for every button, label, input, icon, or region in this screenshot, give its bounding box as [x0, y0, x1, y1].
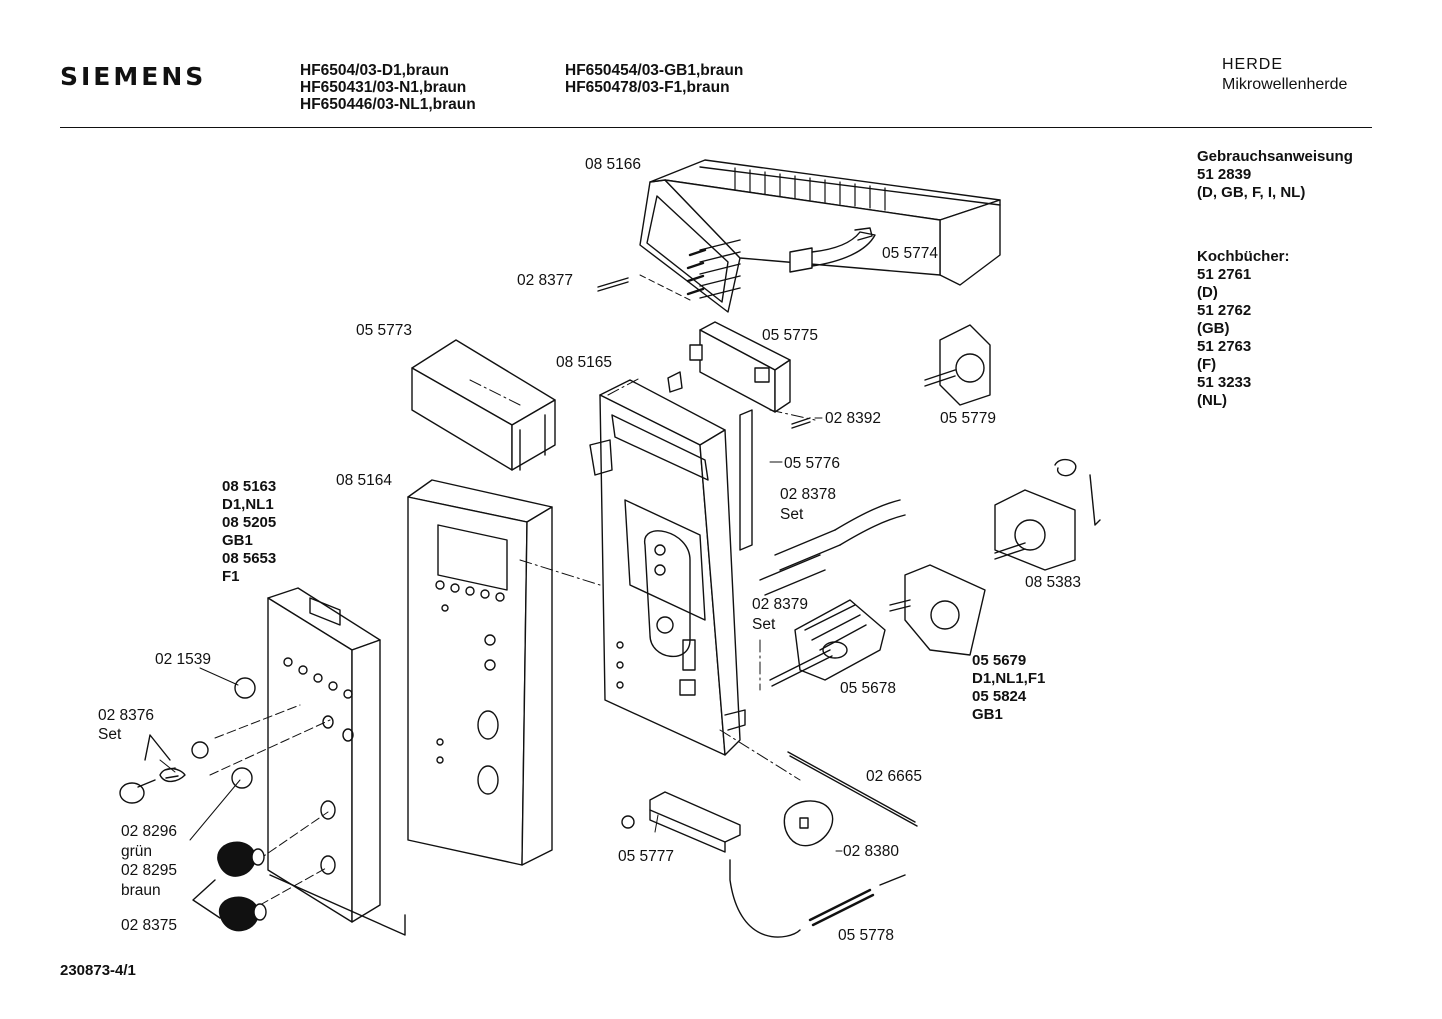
pin-part	[598, 275, 690, 300]
model-list-2: HF650454/03-GB1,braun HF650478/03-F1,bra…	[565, 62, 743, 96]
part-label: 05 5779	[940, 410, 997, 427]
part-label: 05 5778	[838, 927, 895, 944]
label-leaders	[160, 418, 842, 851]
part-label-group: 02 8296 grün 02 8295 braun	[121, 822, 177, 900]
cookbook-language: (F)	[1197, 356, 1217, 373]
cookbook-number: 51 3233	[1197, 374, 1252, 391]
part-label-note: F1	[222, 568, 240, 585]
part-label: 05 5776	[784, 455, 841, 472]
disk-part	[784, 801, 832, 846]
part-label-note: GB1	[972, 706, 1003, 723]
bracket-part	[622, 792, 740, 852]
part-label-note: Set	[752, 616, 776, 633]
part-label: 08 5164	[336, 472, 393, 489]
switch-part	[925, 325, 990, 405]
part-label: 05 5824	[972, 688, 1027, 705]
manual-number: 51 2839	[1197, 166, 1252, 183]
model-list-1: HF6504/03-D1,braun HF650431/03-N1,braun …	[300, 62, 476, 113]
part-label: 02 8379	[752, 596, 809, 613]
cookbook-language: (GB)	[1197, 320, 1230, 337]
cookbook-number: 51 2763	[1197, 338, 1252, 355]
part-label: 02 8377	[517, 272, 574, 289]
part-label: 05 5678	[840, 680, 897, 697]
model-line: HF6504/03-D1,braun	[300, 62, 450, 79]
button-set	[120, 678, 255, 803]
part-label-group: 02 8379 Set	[752, 595, 808, 635]
model-line: HF650431/03-N1,braun	[300, 79, 467, 96]
knob-part	[193, 842, 266, 930]
model-line: HF650454/03-GB1,braun	[565, 62, 744, 79]
circuit-board	[668, 322, 810, 550]
header-divider	[60, 127, 1372, 128]
part-label-note: Set	[780, 506, 804, 523]
cookbook-info: Kochbücher: 51 2761 (D) 51 2762 (GB) 51 …	[1197, 248, 1290, 410]
part-label: 05 5679	[972, 652, 1027, 669]
part-label: 02 1539	[155, 651, 212, 668]
part-label: 02 8295	[121, 862, 178, 879]
part-label: 05 5774	[882, 245, 939, 262]
cookbook-number: 51 2762	[1197, 302, 1252, 319]
chassis-frame	[590, 380, 745, 755]
part-label: 05 5777	[618, 848, 675, 865]
category-title: HERDE	[1222, 56, 1284, 73]
bowden-cable	[730, 860, 905, 937]
part-label-note: GB1	[222, 532, 253, 549]
ribbon-cable	[790, 228, 875, 272]
front-panel	[408, 480, 552, 865]
category: HERDE Mikrowellenherde	[1222, 55, 1347, 95]
part-label: 05 5773	[356, 322, 413, 339]
part-label-note: Set	[98, 726, 122, 743]
cookbook-language: (D)	[1197, 284, 1218, 301]
part-label: 02 8296	[121, 823, 178, 840]
part-label: 05 5775	[762, 327, 819, 344]
display-module	[640, 160, 1000, 312]
model-line: HF650478/03-F1,braun	[565, 79, 730, 96]
part-label-note: braun	[121, 881, 161, 899]
part-label: 08 5205	[222, 514, 277, 531]
part-label-group: 02 8378 Set	[780, 485, 836, 525]
part-label-group: 05 5679 D1,NL1,F1 05 5824 GB1	[972, 652, 1045, 724]
part-label: 08 5383	[1025, 574, 1082, 591]
shaft-part	[788, 752, 917, 826]
cookbook-language: (NL)	[1197, 392, 1227, 409]
part-label-note: D1,NL1	[222, 496, 274, 513]
part-label-note: D1,NL1,F1	[972, 670, 1046, 687]
drawing-number: 230873-4/1	[60, 962, 136, 979]
part-label: 02 8375	[121, 917, 178, 934]
category-subtitle: Mikrowellenherde	[1222, 76, 1348, 93]
part-label: 02 8392	[825, 410, 882, 427]
manual-title: Gebrauchsanweisung	[1197, 148, 1353, 165]
cookbooks-title: Kochbücher:	[1197, 248, 1290, 265]
thermostat-part	[995, 460, 1100, 570]
cookbook-number: 51 2761	[1197, 266, 1252, 283]
selector-part	[770, 600, 885, 686]
part-label: 02 8378	[780, 486, 837, 503]
model-line: HF650446/03-NL1,braun	[300, 96, 476, 113]
part-label: 08 5165	[556, 354, 613, 371]
part-label: 02 6665	[866, 768, 923, 785]
brand-logo: SIEMENS	[60, 62, 207, 91]
part-label-group: 08 5163 D1,NL1 08 5205 GB1 08 5653 F1	[222, 478, 276, 586]
part-label-group: 02 8376 Set	[98, 706, 154, 744]
manual-languages: (D, GB, F, I, NL)	[1197, 184, 1306, 201]
part-label: 02 8376	[98, 707, 155, 724]
wire-connector	[760, 500, 905, 595]
part-label: 08 5163	[222, 478, 277, 495]
manual-info: Gebrauchsanweisung 51 2839 (D, GB, F, I,…	[1197, 148, 1353, 202]
switch-block	[890, 565, 985, 655]
part-label: 08 5653	[222, 550, 277, 567]
front-plate	[210, 588, 405, 935]
part-label: 02 8380	[843, 843, 900, 860]
leader-lines	[470, 378, 815, 780]
cover-block	[412, 340, 555, 470]
part-label: 08 5166	[585, 156, 642, 173]
part-label-note: grün	[121, 842, 153, 860]
